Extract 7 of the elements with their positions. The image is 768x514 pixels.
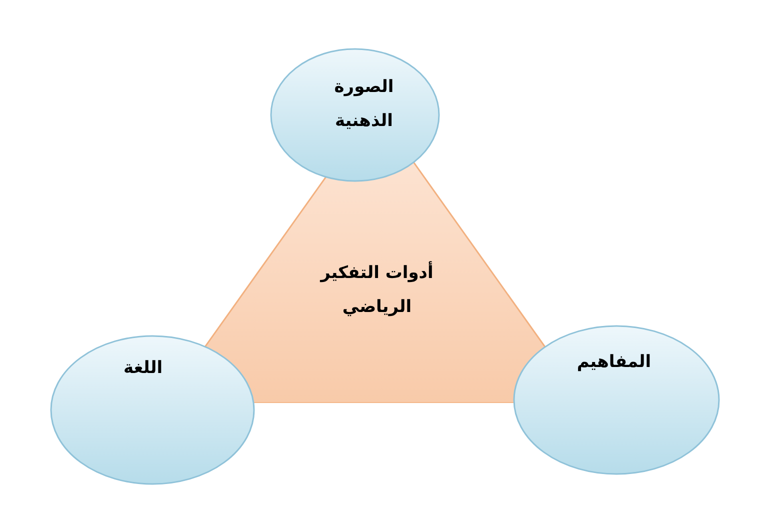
topic-label: أدوات التفكير الرياضي <box>320 260 434 319</box>
concept-ellipse <box>513 325 720 475</box>
concept-label: اللغة <box>122 357 164 380</box>
concept-label: الصورة الذهنية <box>333 76 395 133</box>
concept-ellipse <box>270 48 440 182</box>
concept-ellipse <box>50 335 255 485</box>
concept-label: المفاهيم <box>576 351 652 374</box>
